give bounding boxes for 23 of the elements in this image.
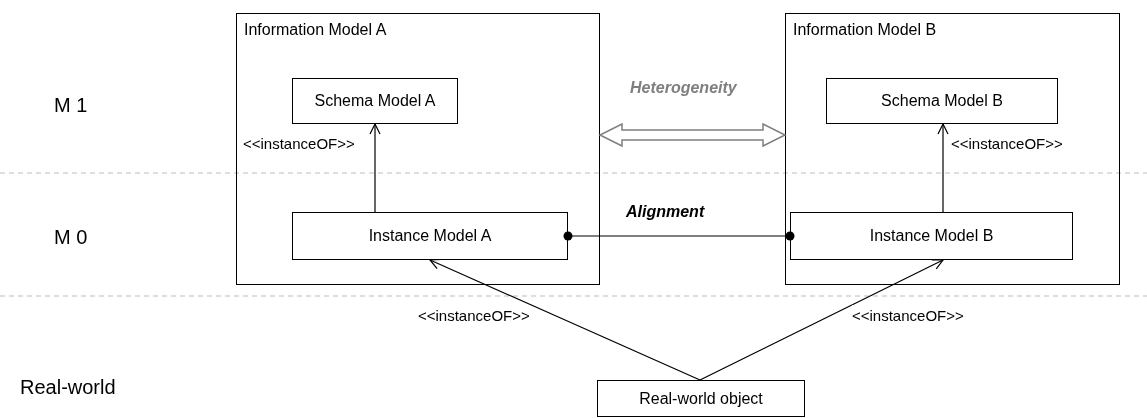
model-box [826, 78, 1058, 124]
double-arrow [598, 122, 787, 148]
level-label: M 0 [54, 225, 88, 250]
connector-line [937, 123, 949, 213]
model-container [785, 13, 1120, 285]
box-label: Instance Model B [869, 226, 994, 246]
container-title: Information Model A [244, 20, 387, 40]
connector-line [699, 259, 944, 381]
model-box [790, 212, 1073, 260]
level-label: M 1 [54, 93, 88, 118]
box-label: Instance Model A [368, 226, 492, 246]
model-box [292, 78, 458, 124]
connector-line [429, 258, 701, 381]
connector-line [563, 231, 795, 241]
box-label: Schema Model B [881, 91, 1003, 111]
connector-line [369, 123, 381, 213]
model-box [597, 380, 805, 417]
level-label: Real-world [20, 375, 116, 400]
model-container [236, 13, 600, 285]
container-title: Information Model B [793, 20, 937, 40]
box-label: Schema Model A [314, 91, 436, 111]
box-label: Real-world object [639, 388, 763, 409]
model-box [292, 212, 568, 260]
